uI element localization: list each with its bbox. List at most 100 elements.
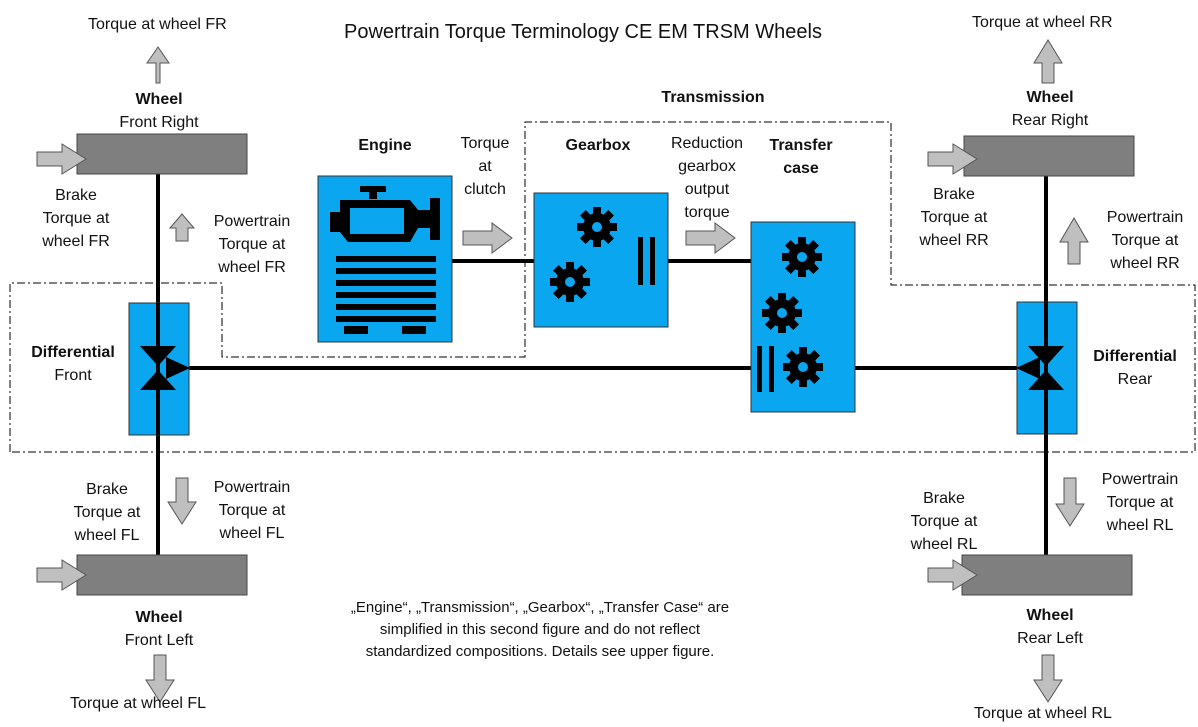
arrow-up-icon xyxy=(146,46,170,84)
brake-fl-label: Brake Torque at wheel FL xyxy=(57,478,157,547)
wheel-fr-title: Wheel xyxy=(135,91,183,108)
arrow-down-icon xyxy=(167,477,197,525)
gearbox-box xyxy=(533,192,669,328)
differential-rear-label: Differential Rear xyxy=(1080,345,1190,391)
arrow-right-icon xyxy=(927,143,978,175)
wheel-rl-title: Wheel xyxy=(1026,607,1074,624)
torque-at-wheel-fl-label: Torque at wheel FL xyxy=(70,695,207,712)
footnote-line2: simplified in this second figure and do … xyxy=(379,621,701,638)
wheel-fr-sub: Front Right xyxy=(119,114,199,131)
wheel-rr-sub: Rear Right xyxy=(1011,112,1089,129)
engine-icon xyxy=(330,186,440,334)
arrow-right-icon xyxy=(927,559,978,591)
brake-fr-line2: Torque at xyxy=(42,210,110,227)
powertrain-fr-line1: Powertrain xyxy=(213,213,291,230)
boundary-lines xyxy=(9,121,1196,453)
wheel-rl-label: Wheel Rear Left xyxy=(985,604,1115,650)
footnote-line1: „Engine“, „Transmission“, „Gearbox“, „Tr… xyxy=(350,599,730,616)
torque-at-clutch-line2: at xyxy=(478,158,492,175)
brake-rl-line2: Torque at xyxy=(910,513,978,530)
differential-front-box xyxy=(128,302,190,436)
arrow-down-icon xyxy=(1055,477,1085,527)
reduction-line2: gearbox xyxy=(678,158,736,175)
brake-rl-line3: wheel RL xyxy=(910,536,978,553)
differential-rear-title: Differential xyxy=(1093,348,1177,365)
gear-icon xyxy=(783,347,823,387)
wheel-rear-right xyxy=(963,135,1135,177)
arrow-up-icon xyxy=(1059,217,1089,265)
powertrain-fr-label: Powertrain Torque at wheel FR xyxy=(197,210,307,279)
page-title: Powertrain Torque Terminology CE EM TRSM… xyxy=(344,21,822,43)
powertrain-rr-line2: Torque at xyxy=(1111,232,1179,249)
wheel-fl-sub: Front Left xyxy=(124,632,194,649)
powertrain-fr-line3: wheel FR xyxy=(218,259,286,276)
torque-at-wheel-fr-label: Torque at wheel FR xyxy=(88,16,227,33)
transmission-label: Transmission xyxy=(661,89,765,106)
gearbox-label: Gearbox xyxy=(565,137,631,154)
gear-icon xyxy=(762,293,802,333)
torque-at-clutch-line1: Torque xyxy=(460,135,510,152)
powertrain-fl-line2: Torque at xyxy=(218,502,286,519)
brake-fr-label: Brake Torque at wheel FR xyxy=(26,184,126,253)
reduction-line4: torque xyxy=(684,204,730,221)
differential-rear-box xyxy=(1016,301,1078,435)
arrow-up-icon xyxy=(168,213,196,242)
brake-rr-label: Brake Torque at wheel RR xyxy=(904,183,1004,252)
footnote: „Engine“, „Transmission“, „Gearbox“, „Tr… xyxy=(330,597,750,663)
torque-arrows xyxy=(36,39,1089,703)
brake-fl-line3: wheel FL xyxy=(74,527,140,544)
wheel-rr-title: Wheel xyxy=(1026,89,1074,106)
wheel-rear-left xyxy=(961,554,1133,596)
powertrain-rr-line1: Powertrain xyxy=(1106,209,1184,226)
reduction-line3: output xyxy=(684,181,730,198)
reduction-line1: Reduction xyxy=(670,135,744,152)
wheel-rr-label: Wheel Rear Right xyxy=(985,86,1115,132)
brake-fr-line3: wheel FR xyxy=(42,233,110,250)
brake-fl-line2: Torque at xyxy=(73,504,141,521)
brake-rl-label: Brake Torque at wheel RL xyxy=(894,487,994,556)
arrow-right-icon xyxy=(462,222,513,254)
powertrain-rl-line1: Powertrain xyxy=(1101,471,1179,488)
transfer-case-line1: Transfer xyxy=(769,137,833,154)
differential-rear-sub: Rear xyxy=(1117,371,1153,388)
footnote-line3: standardized compositions. Details see u… xyxy=(365,643,715,660)
arrow-right-icon xyxy=(36,143,87,175)
arrow-right-icon xyxy=(685,222,736,254)
wheel-front-left xyxy=(76,554,248,596)
gear-icon xyxy=(782,237,822,277)
torque-at-clutch-label: Torque at clutch xyxy=(447,132,523,201)
powertrain-rl-line3: wheel RL xyxy=(1106,517,1174,534)
transfer-case-label: Transfer case xyxy=(756,134,846,180)
powertrain-fl-line3: wheel FL xyxy=(219,525,285,542)
arrow-down-icon xyxy=(1033,654,1063,703)
brake-rr-line3: wheel RR xyxy=(919,232,989,249)
differential-front-label: Differential Front xyxy=(18,341,128,387)
wheel-fr-label: Wheel Front Right xyxy=(94,88,224,134)
reduction-label: Reduction gearbox output torque xyxy=(662,132,752,224)
gear-icon xyxy=(550,262,590,302)
gear-icon xyxy=(577,207,617,247)
arrow-up-icon xyxy=(1033,39,1063,84)
powertrain-fl-label: Powertrain Torque at wheel FL xyxy=(197,476,307,545)
powertrain-fl-line1: Powertrain xyxy=(213,479,291,496)
engine-box xyxy=(317,175,453,343)
transfer-case-line2: case xyxy=(783,160,819,177)
powertrain-rr-label: Powertrain Torque at wheel RR xyxy=(1090,206,1198,275)
differential-front-sub: Front xyxy=(54,367,92,384)
engine-label: Engine xyxy=(358,137,412,154)
torque-at-wheel-rl-label: Torque at wheel RL xyxy=(974,705,1112,722)
wheel-fl-title: Wheel xyxy=(135,609,183,626)
wheel-rl-sub: Rear Left xyxy=(1017,630,1083,647)
brake-rr-line1: Brake xyxy=(933,186,975,203)
brake-rl-line1: Brake xyxy=(923,490,965,507)
powertrain-rl-label: Powertrain Torque at wheel RL xyxy=(1085,468,1195,537)
brake-rr-line2: Torque at xyxy=(920,209,988,226)
torque-at-wheel-rr-label: Torque at wheel RR xyxy=(972,14,1113,31)
powertrain-rl-line2: Torque at xyxy=(1106,494,1174,511)
arrow-down-icon xyxy=(145,654,175,703)
powertrain-rr-line3: wheel RR xyxy=(1110,255,1180,272)
powertrain-fr-line2: Torque at xyxy=(218,236,286,253)
arrow-right-icon xyxy=(36,559,87,591)
brake-fl-line1: Brake xyxy=(86,481,128,498)
